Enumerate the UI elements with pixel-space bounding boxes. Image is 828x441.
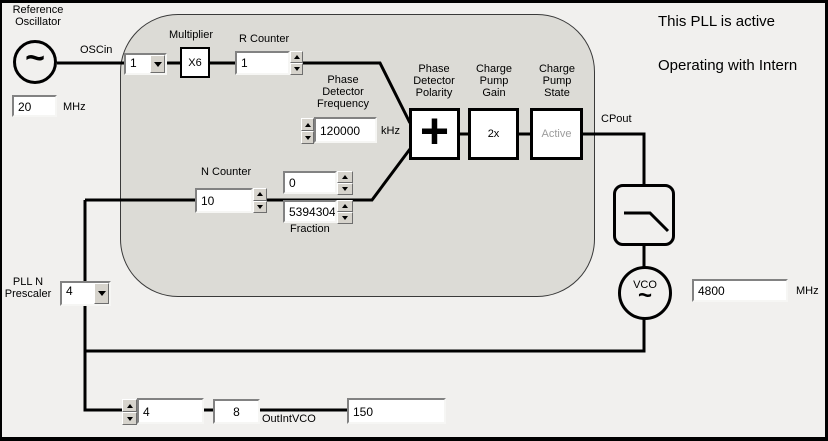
arrow-up-icon [342,175,348,179]
lowpass-filter-icon [624,211,670,233]
arrow-down-icon [126,416,133,421]
arrow-down-icon [342,187,348,191]
r-counter-spinner [290,51,303,75]
charge-pump-gain-label: Charge Pump Gain [475,63,513,99]
pd-frequency-unit: kHz [381,125,400,137]
cpout-label: CPout [601,113,632,125]
post-divider-box: 8 [213,399,260,424]
n-counter-label: N Counter [201,166,252,178]
vco-frequency-input[interactable]: 4800 [692,279,788,302]
prescaler-select[interactable]: 4 [60,281,111,306]
spin-down-button[interactable] [301,131,314,144]
pd-polarity-box[interactable]: + [409,103,460,160]
sine-wave-icon: ~ [637,281,652,309]
chevron-down-icon [97,291,106,296]
pd-polarity-label: Phase Detector Polarity [413,63,455,99]
phase-detector-frequency-label: Phase Detector Frequency [317,74,369,110]
arrow-up-icon [126,403,133,408]
prescaler-value: 4 [66,284,73,298]
output-divider-input[interactable]: 4 [137,398,204,424]
vco-symbol: VCO ~ [618,266,672,320]
sine-wave-icon: ~ [25,39,45,77]
spin-up-button[interactable] [122,399,137,412]
output-frequency-input[interactable]: 150 [347,398,446,424]
reference-oscillator-label: Reference Oscillator [12,4,64,28]
reference-frequency-unit: MHz [63,101,86,113]
fraction-label: Fraction [290,223,330,235]
arrow-down-icon [342,216,348,220]
arrow-down-icon [293,67,300,71]
spin-down-button[interactable] [290,63,303,75]
n-fraction-spinner [337,200,353,224]
arrow-down-icon [257,204,263,209]
reference-oscillator-symbol: ~ [13,40,57,84]
oscin-path-value: 1 [130,56,137,70]
charge-pump-gain-box[interactable]: 2x [468,108,519,160]
n-fraction-input[interactable]: 5394304 [283,200,337,223]
spin-up-button[interactable] [253,188,267,201]
arrow-up-icon [293,55,300,59]
pll-active-status: This PLL is active [658,13,775,30]
reference-frequency-input[interactable]: 20 [12,95,57,117]
charge-pump-state-label: Charge Pump State [538,63,576,99]
spin-down-button[interactable] [253,200,267,213]
arrow-up-icon [342,204,348,208]
arrow-up-icon [304,122,311,127]
pd-frequency-input[interactable]: 120000 [314,117,377,143]
dropdown-button[interactable] [94,283,109,304]
output-divider-spinner [122,399,137,425]
n-counter-spinner [253,188,267,213]
operating-mode-status: Operating with Intern [658,57,798,74]
r-counter-input[interactable]: 1 [235,51,290,75]
loop-filter-box [613,184,675,246]
arrow-down-icon [304,135,311,140]
vco-label: VCO [633,278,657,291]
n-integer-spinner [337,171,353,195]
spin-up-button[interactable] [337,200,353,212]
outintvco-label: OutIntVCO [262,413,316,425]
spin-up-button[interactable] [290,51,303,63]
prescaler-label: PLL N Prescaler [4,276,52,300]
multiplier-label: Multiplier [168,29,213,41]
spin-up-button[interactable] [301,118,314,131]
spin-down-button[interactable] [122,412,137,425]
r-counter-label: R Counter [239,33,290,45]
spin-up-button[interactable] [337,171,353,183]
oscin-path-select[interactable]: 1 [124,53,167,75]
vco-frequency-unit: MHz [796,285,819,297]
oscin-label: OSCin [80,44,113,56]
spin-down-button[interactable] [337,212,353,224]
pd-frequency-spinner [301,118,314,144]
chevron-down-icon [153,61,162,67]
charge-pump-state-box[interactable]: Active [530,108,583,160]
spin-down-button[interactable] [337,183,353,195]
arrow-up-icon [257,192,263,197]
n-integer-input[interactable]: 0 [283,171,337,194]
plus-icon: + [419,103,450,159]
n-counter-input[interactable]: 10 [195,188,253,213]
dropdown-button[interactable] [150,55,165,73]
multiplier-box[interactable]: X6 [180,47,210,78]
